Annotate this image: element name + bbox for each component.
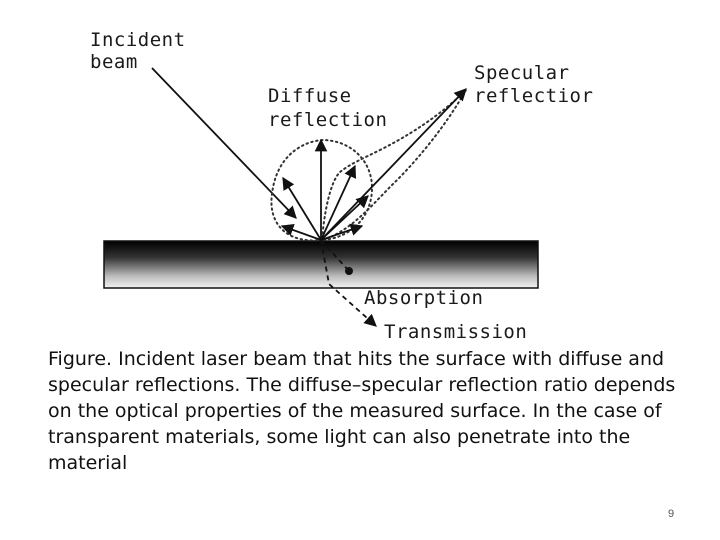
label-incident-beam-line2: beam	[90, 51, 138, 73]
absorption-path	[320, 239, 349, 271]
diffuse-arrow-2	[282, 176, 322, 241]
label-diffuse-reflection-line1: Diffuse	[268, 85, 352, 107]
diffuse-arrow-4	[320, 164, 356, 241]
specular-reflection-arrow	[320, 88, 467, 241]
label-incident-beam-line1: Incident	[90, 29, 186, 51]
label-diffuse-reflection-line2: reflection	[268, 109, 387, 131]
diffuse-arrow-6	[320, 223, 364, 241]
diffuse-reflection-arrows	[280, 138, 369, 241]
absorption-point	[345, 267, 353, 275]
reflection-diagram: Incident beam Diffuse reflection Specula…	[90, 29, 593, 340]
label-specular-reflection-line2: reflectior	[474, 85, 593, 107]
diffuse-arrow-1	[280, 223, 322, 241]
figure-caption: Figure. Incident laser beam that hits th…	[48, 348, 676, 474]
material-surface	[103, 240, 539, 289]
page-number: 9	[668, 508, 675, 520]
label-specular-reflection-line1: Specular	[474, 62, 570, 84]
label-transmission: Transmission	[384, 321, 527, 340]
label-absorption: Absorption	[364, 287, 483, 309]
